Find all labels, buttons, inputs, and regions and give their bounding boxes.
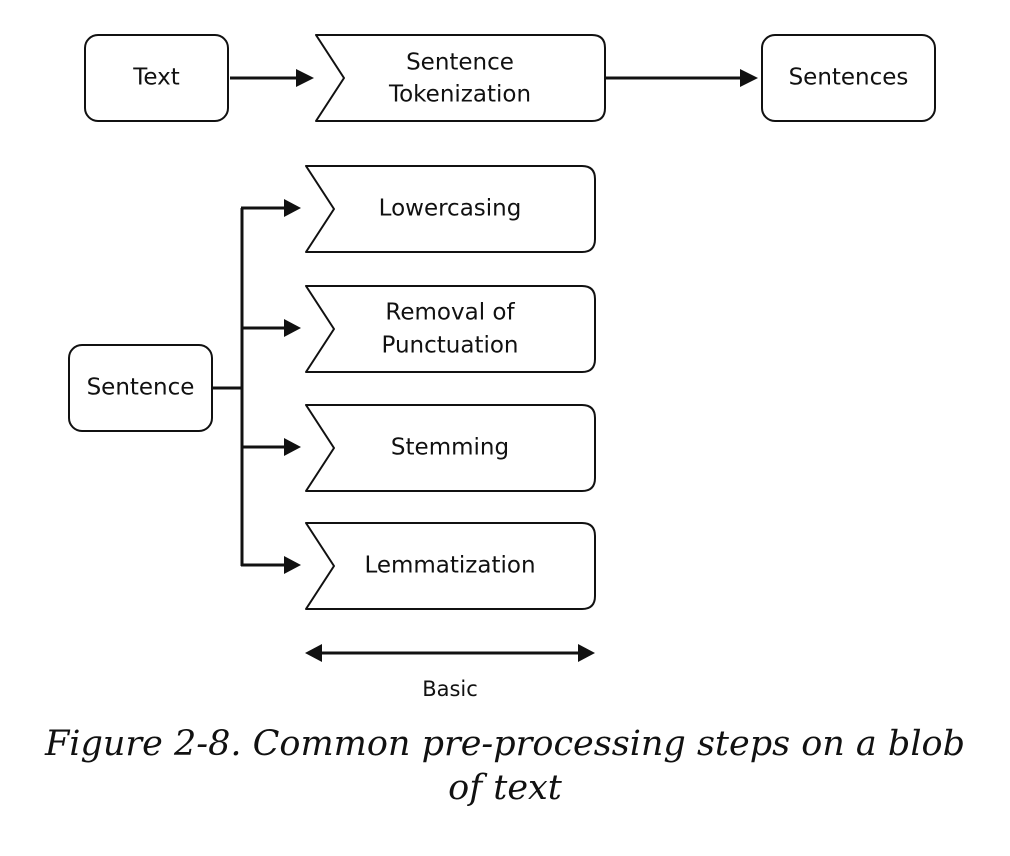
step-lemmatization-box: Lemmatization [305,522,596,610]
preprocessing-diagram: Text Sentence Tokenization Sentences Sen… [68,34,936,701]
sentences-box-label: Sentences [789,65,909,91]
text-box: Text [84,34,229,122]
step-lemmatization-label: Lemmatization [364,553,535,579]
arrow-text-to-tokenization [230,69,314,87]
step-lowercasing-box: Lowercasing [305,165,596,253]
step-punctuation-box: Removal of Punctuation [305,285,596,373]
branch-arrow-lemmatization [241,556,301,574]
step-punctuation-label-line2: Punctuation [381,333,518,359]
step-lowercasing-label: Lowercasing [379,196,522,222]
branch-connector [213,208,244,566]
step-stemming-label: Stemming [391,435,509,461]
text-box-label: Text [132,65,180,91]
step-stemming-box: Stemming [305,404,596,492]
branch-arrow-punctuation [241,319,301,337]
arrow-tokenization-to-sentences [606,69,758,87]
sentence-box: Sentence [68,344,213,432]
basic-range-label: Basic [422,677,478,701]
tokenization-label-line1: Sentence [406,50,514,76]
branch-arrow-lowercasing [241,199,301,217]
sentence-tokenization-box: Sentence Tokenization [315,34,606,122]
figure-caption: Figure 2-8. Common pre-processing steps … [45,724,965,808]
tokenization-label-line2: Tokenization [388,82,531,108]
branch-arrow-stemming [241,438,301,456]
basic-range-arrow [305,644,595,662]
sentence-box-label: Sentence [87,375,195,401]
sentences-box: Sentences [761,34,936,122]
step-punctuation-label-line1: Removal of [385,300,515,326]
